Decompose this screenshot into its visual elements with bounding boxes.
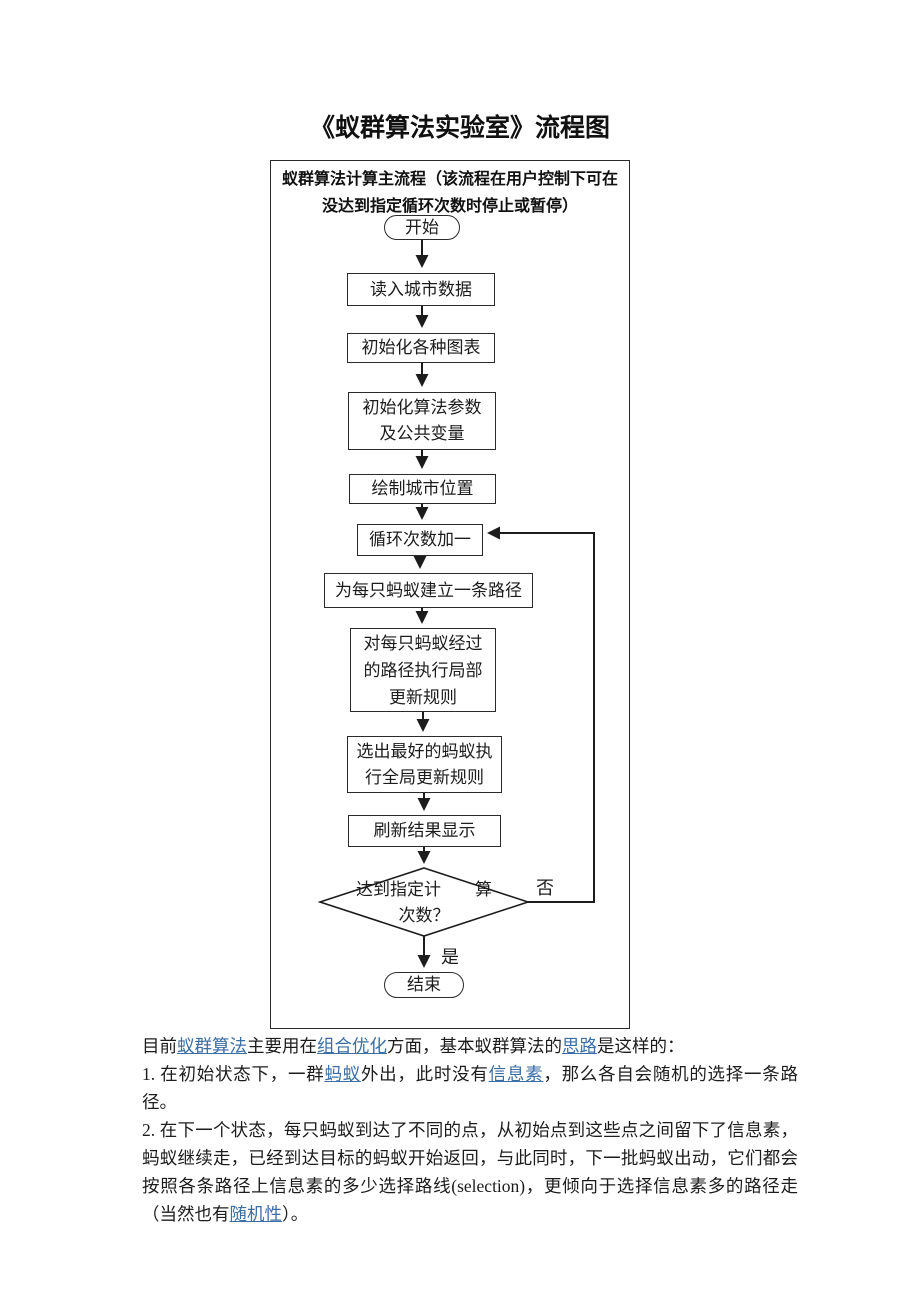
flow-node-global-update: 选出最好的蚂蚁执 行全局更新规则 — [347, 736, 502, 793]
text-run: 外出，此时没有 — [360, 1064, 489, 1084]
text-run: 1. 在初始状态下，一群 — [142, 1064, 325, 1084]
inline-link[interactable]: 信息素 — [488, 1064, 544, 1084]
flow-node-init-params-line-2: 及公共变量 — [379, 424, 465, 443]
flow-node-start-label: 开始 — [405, 217, 439, 237]
body-text: 目前蚁群算法主要用在组合优化方面，基本蚁群算法的思路是这样的： 1. 在初始状态… — [142, 1032, 798, 1228]
flow-node-draw-city-label: 绘制城市位置 — [371, 479, 474, 498]
flow-node-end: 结束 — [384, 972, 464, 998]
inline-link[interactable]: 思路 — [562, 1036, 597, 1056]
flow-node-loop-increment: 循环次数加一 — [357, 524, 483, 556]
flow-node-local-update-line-1: 对每只蚂蚁经过 — [363, 633, 483, 653]
paragraph-intro: 目前蚁群算法主要用在组合优化方面，基本蚁群算法的思路是这样的： — [142, 1032, 798, 1060]
flow-node-local-update: 对每只蚂蚁经过 的路径执行局部 更新规则 — [350, 628, 496, 712]
flowchart-header: 蚁群算法计算主流程（该流程在用户控制下可在 没达到指定循环次数时停止或暂停） — [272, 166, 628, 220]
branch-label-yes: 是 — [441, 947, 459, 967]
text-run: 2. 在下一个状态，每只蚂蚁到达了不同的点，从初始点到这些点之间留下了信息素，蚂… — [142, 1120, 798, 1224]
inline-link[interactable]: 组合优化 — [317, 1036, 387, 1056]
flow-node-decision-line-1: 达到指定计 算 — [356, 880, 492, 899]
text-run: ，那么各自会随机的选择一条路径。 — [142, 1064, 799, 1112]
flow-node-decision: 达到指定计 算 次数？ — [320, 874, 528, 932]
flow-node-start: 开始 — [384, 215, 460, 240]
flow-node-global-update-line-2: 行全局更新规则 — [365, 767, 484, 787]
flowchart-header-line-2: 没达到指定循环次数时停止或暂停） — [321, 198, 578, 215]
flow-node-decision-line-2: 次数？ — [398, 906, 450, 925]
feedback-loop-line — [487, 526, 595, 903]
flow-node-refresh-display: 刷新结果显示 — [348, 815, 501, 847]
text-run: 方面，基本蚁群算法的 — [387, 1036, 562, 1056]
flow-node-read-city-data-label: 读入城市数据 — [370, 279, 472, 299]
inline-link[interactable]: 蚁群算法 — [177, 1036, 247, 1056]
flow-node-read-city-data: 读入城市数据 — [347, 273, 495, 306]
inline-link[interactable]: 随机性 — [229, 1204, 283, 1224]
flow-node-draw-city: 绘制城市位置 — [349, 474, 496, 504]
text-run: ）。 — [282, 1204, 309, 1224]
flow-node-end-label: 结束 — [407, 975, 441, 994]
flow-node-init-charts-label: 初始化各种图表 — [361, 338, 481, 357]
flow-node-init-charts: 初始化各种图表 — [347, 333, 495, 363]
text-run: 主要用在 — [247, 1036, 317, 1056]
page-title: 《蚁群算法实验室》流程图 — [309, 114, 610, 142]
flow-node-refresh-display-label: 刷新结果显示 — [373, 821, 476, 840]
flow-node-local-update-line-3: 更新规则 — [389, 687, 457, 707]
paragraph-item-2: 2. 在下一个状态，每只蚂蚁到达了不同的点，从初始点到这些点之间留下了信息素，蚂… — [142, 1116, 798, 1228]
paragraph-item-1: 1. 在初始状态下，一群蚂蚁外出，此时没有信息素，那么各自会随机的选择一条路径。 — [142, 1060, 798, 1116]
text-run: 目前 — [142, 1036, 177, 1056]
text-run: 是这样的： — [597, 1036, 685, 1056]
flow-node-init-params: 初始化算法参数 及公共变量 — [348, 392, 496, 450]
flow-node-build-path: 为每只蚂蚁建立一条路径 — [324, 573, 533, 608]
flow-node-local-update-line-2: 的路径执行局部 — [363, 660, 483, 680]
flow-node-loop-increment-label: 循环次数加一 — [369, 530, 471, 549]
decision-diamond-shape — [317, 867, 531, 937]
flow-node-build-path-label: 为每只蚂蚁建立一条路径 — [335, 580, 522, 600]
branch-label-no: 否 — [536, 878, 554, 898]
flow-node-global-update-line-1: 选出最好的蚂蚁执 — [356, 741, 493, 761]
flowchart-header-line-1: 蚁群算法计算主流程（该流程在用户控制下可在 — [281, 171, 618, 188]
inline-link[interactable]: 蚂蚁 — [324, 1064, 361, 1084]
flow-node-init-params-line-1: 初始化算法参数 — [362, 398, 482, 417]
